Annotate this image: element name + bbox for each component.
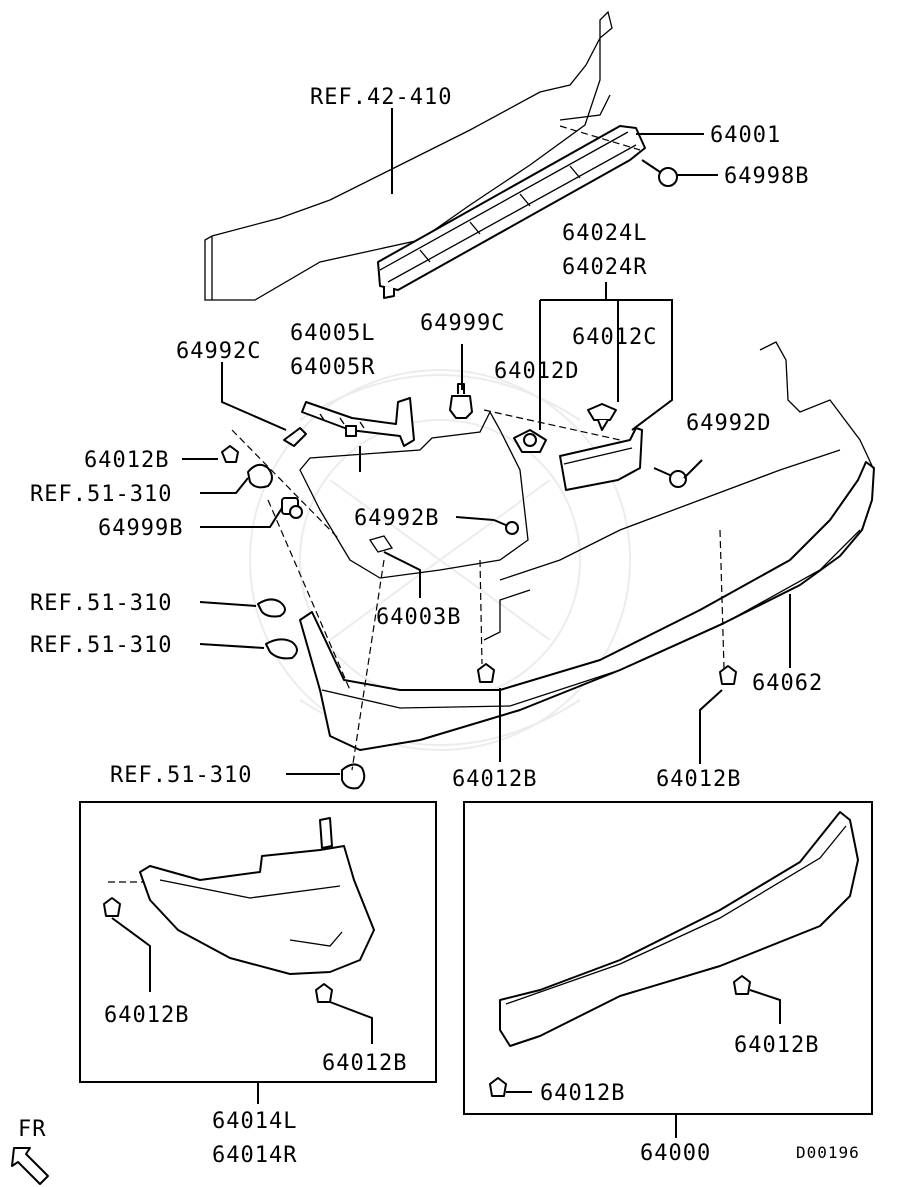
leader-lines bbox=[111, 108, 791, 1138]
label-64012D: 64012D bbox=[494, 359, 579, 384]
screw-64992C bbox=[283, 427, 307, 447]
label-64992C: 64992C bbox=[176, 339, 261, 364]
bumper-cover-64062 bbox=[299, 341, 875, 751]
label-64999B: 64999B bbox=[98, 516, 183, 541]
body-panel-ref bbox=[204, 10, 613, 301]
label-64992B: 64992B bbox=[354, 506, 439, 531]
label-64001: 64001 bbox=[710, 123, 781, 148]
label-64062: 64062 bbox=[752, 671, 823, 696]
label-64999C: 64999C bbox=[420, 311, 505, 336]
label-64012B-g: 64012B bbox=[540, 1081, 625, 1106]
inner-frame bbox=[299, 410, 529, 579]
label-ref-51-310-d: REF.51-310 bbox=[110, 763, 252, 788]
detail-box-64000 bbox=[463, 801, 873, 1115]
label-64012B-f: 64012B bbox=[734, 1033, 819, 1058]
clip-64012C bbox=[587, 403, 617, 431]
label-ref-42-410: REF.42-410 bbox=[310, 85, 452, 110]
bolt-64998B bbox=[641, 159, 678, 187]
fasteners-64012B bbox=[221, 445, 737, 685]
label-64012B-e: 64012B bbox=[322, 1051, 407, 1076]
label-diagram-code: D00196 bbox=[796, 1143, 860, 1162]
label-64012B-c: 64012B bbox=[656, 767, 741, 792]
label-64024L: 64024L bbox=[562, 221, 647, 246]
label-64003B: 64003B bbox=[376, 605, 461, 630]
label-64005R: 64005R bbox=[290, 355, 375, 380]
guide-lines bbox=[108, 125, 725, 883]
label-64012B-d: 64012B bbox=[104, 1003, 189, 1028]
label-ref-51-310-a: REF.51-310 bbox=[30, 482, 172, 507]
label-64014R: 64014R bbox=[212, 1143, 297, 1168]
label-ref-51-310-b: REF.51-310 bbox=[30, 591, 172, 616]
label-64998B: 64998B bbox=[724, 164, 809, 189]
label-64012C: 64012C bbox=[572, 325, 657, 350]
ref-51-310-parts bbox=[247, 463, 366, 790]
part-labels: REF.42-410 64001 64998B 64024L 64024R 64… bbox=[18, 85, 860, 1168]
fr-arrow bbox=[11, 1147, 49, 1185]
reinforcement-bar-64001 bbox=[377, 125, 646, 299]
label-64005L: 64005L bbox=[290, 321, 375, 346]
side-bracket-64024 bbox=[559, 427, 643, 491]
screw-64992B bbox=[493, 519, 519, 535]
screw-64992D bbox=[653, 467, 687, 488]
label-64000: 64000 bbox=[640, 1141, 711, 1166]
label-ref-51-310-c: REF.51-310 bbox=[30, 633, 172, 658]
label-64992D: 64992D bbox=[686, 411, 771, 436]
clip-64999B bbox=[281, 497, 303, 519]
label-64024R: 64024R bbox=[562, 255, 647, 280]
label-64014L: 64014L bbox=[212, 1109, 297, 1134]
clip-64012D bbox=[513, 429, 547, 453]
bracket-64005 bbox=[301, 397, 415, 447]
label-fr: FR bbox=[18, 1117, 47, 1142]
fastener-64999C bbox=[449, 383, 473, 419]
label-64012B-b: 64012B bbox=[452, 767, 537, 792]
detail-box-64014 bbox=[79, 801, 437, 1083]
label-64012B-a: 64012B bbox=[84, 448, 169, 473]
